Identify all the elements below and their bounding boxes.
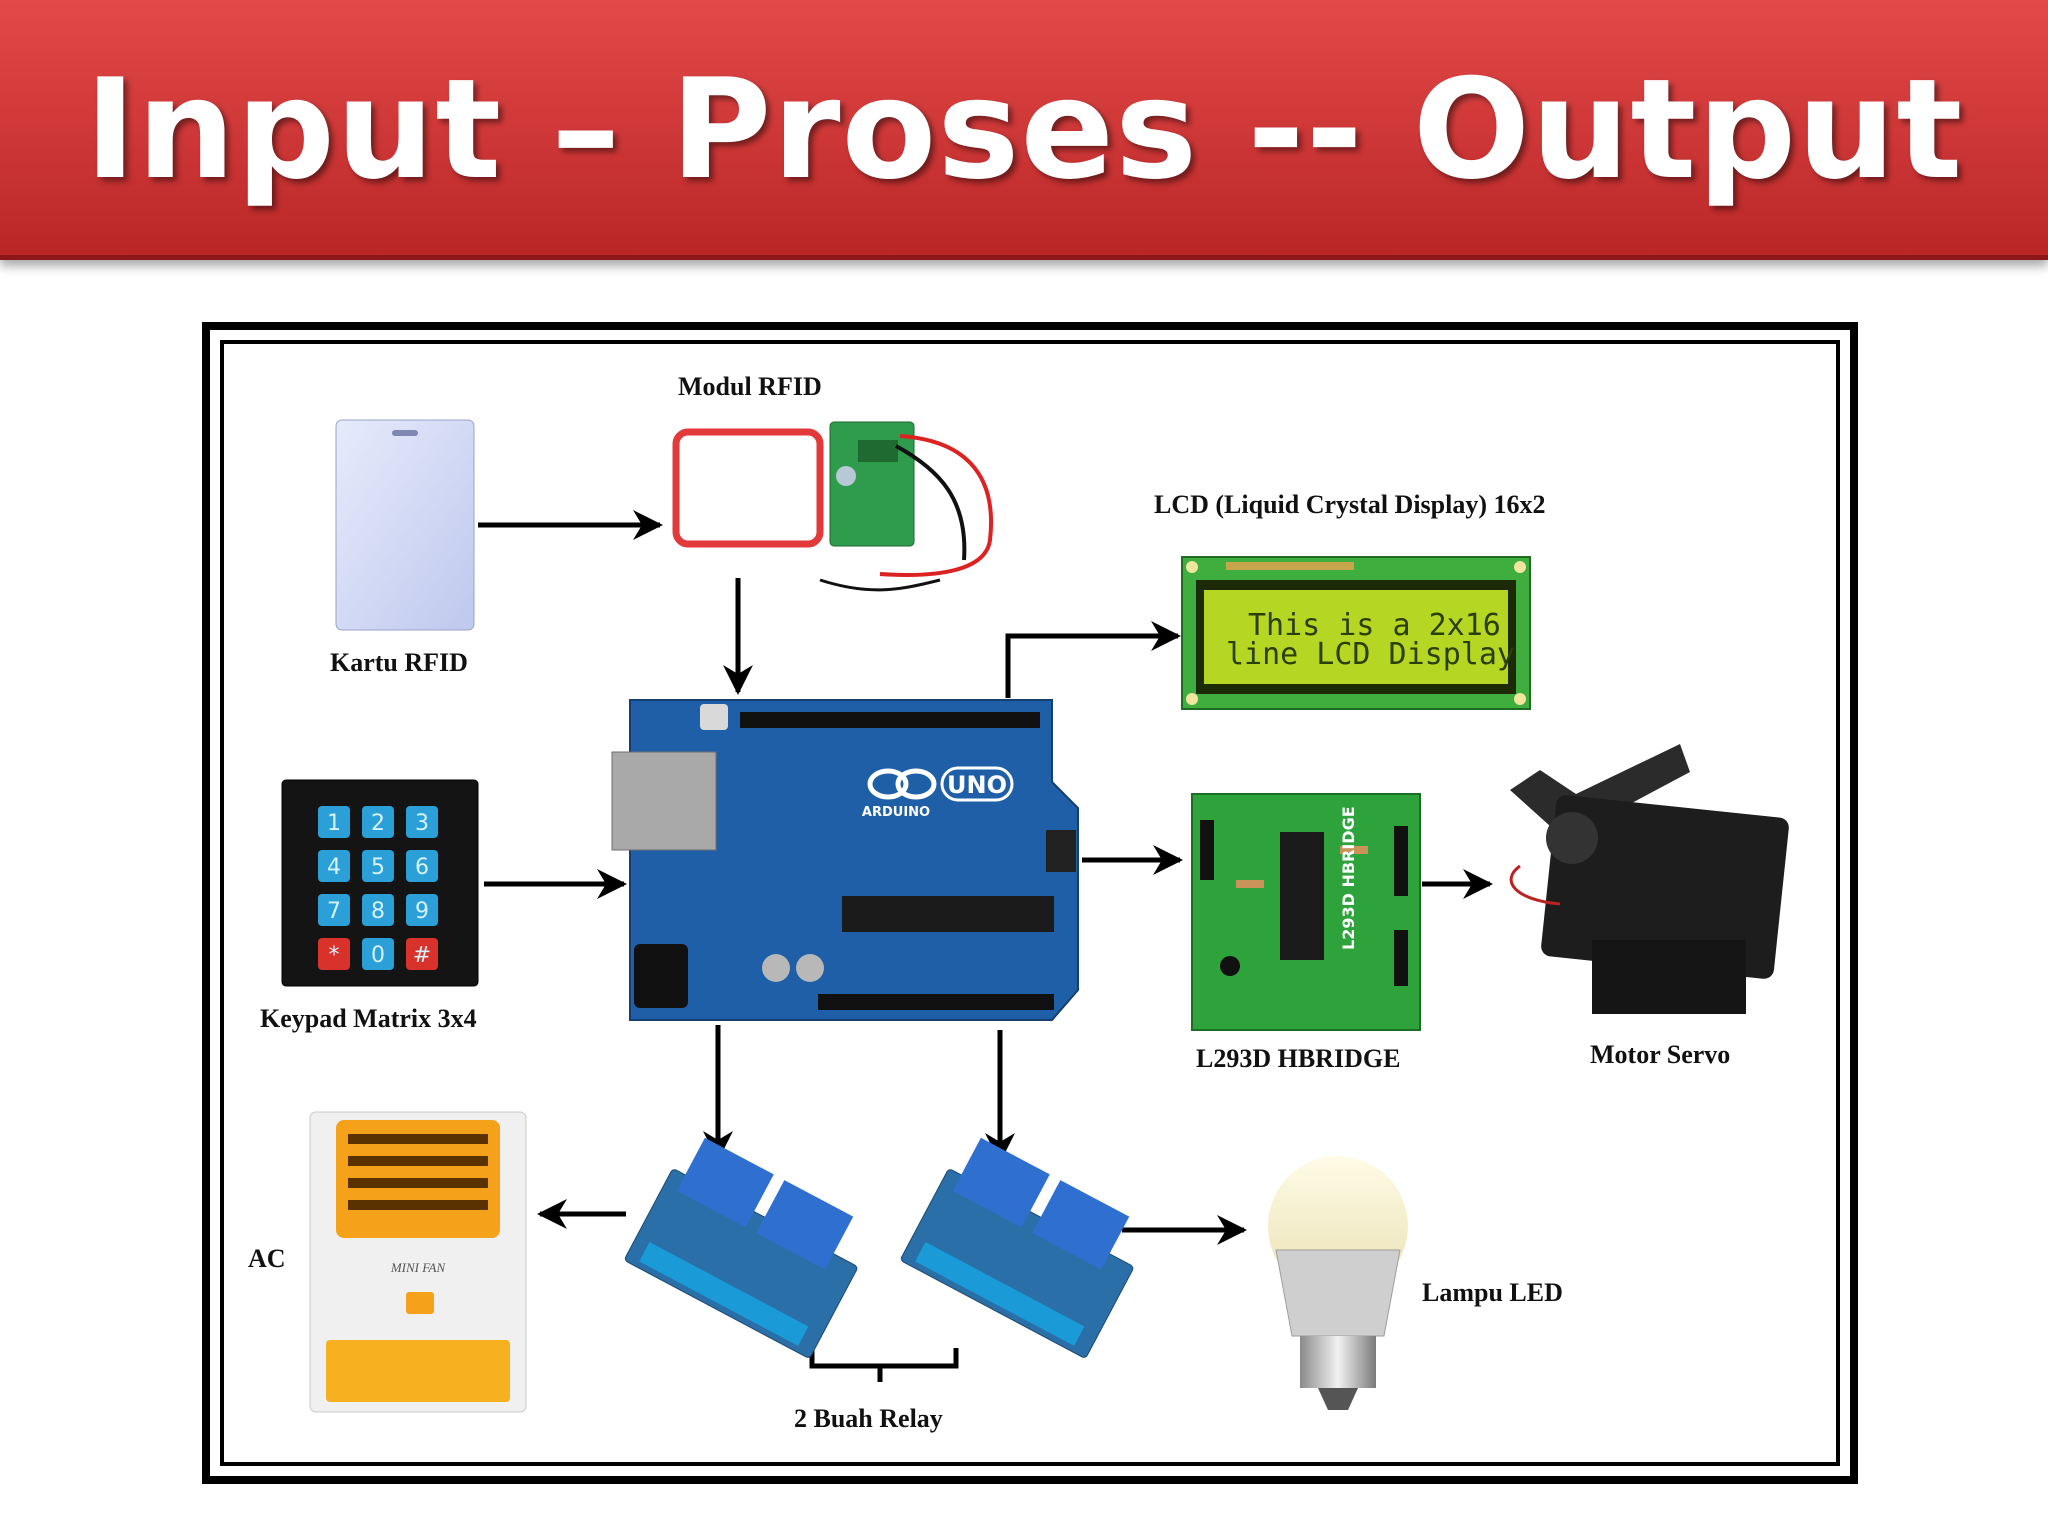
keypad-key bbox=[318, 850, 350, 882]
keypad-key-label: 9 bbox=[415, 899, 429, 924]
keypad-key-label: 1 bbox=[327, 811, 341, 836]
keypad-key-label: 5 bbox=[371, 855, 385, 880]
keypad-key bbox=[318, 938, 350, 970]
relay-1-image bbox=[624, 1137, 858, 1358]
keypad-key bbox=[406, 938, 438, 970]
keypad-image: 1 2 3 4 5 6 7 8 9 * 0 # bbox=[281, 779, 479, 987]
keypad-key bbox=[362, 938, 394, 970]
ac-brand: MINI FAN bbox=[390, 1260, 447, 1275]
keypad-key-label: 2 bbox=[371, 811, 385, 836]
label-ac: AC bbox=[248, 1244, 286, 1273]
keypad-key bbox=[406, 894, 438, 926]
keypad-key bbox=[362, 850, 394, 882]
keypad-key-label: 4 bbox=[327, 855, 341, 880]
label-motor-servo: Motor Servo bbox=[1590, 1040, 1731, 1069]
arduino-uno-image: UNO ARDUINO bbox=[611, 699, 1079, 1021]
keypad-key-label: * bbox=[329, 943, 340, 968]
label-hbridge: L293D HBRIDGE bbox=[1196, 1044, 1401, 1073]
keypad-key-label: 3 bbox=[415, 811, 429, 836]
keypad-key bbox=[318, 894, 350, 926]
arrow-arduino-to-lcd bbox=[1005, 621, 1181, 698]
label-modul-rfid: Modul RFID bbox=[678, 372, 822, 401]
lcd-line-2: line LCD Display bbox=[1226, 637, 1515, 672]
lcd-module-image: This is a 2x16 line LCD Display bbox=[1181, 556, 1531, 710]
keypad-key-label: 7 bbox=[327, 899, 341, 924]
keypad-key-label: # bbox=[413, 943, 431, 968]
keypad-key bbox=[406, 806, 438, 838]
keypad-key bbox=[406, 850, 438, 882]
lcd-line-1: This is a 2x16 bbox=[1248, 608, 1501, 643]
hbridge-board-image: L293D HBRIDGE bbox=[1191, 793, 1421, 1031]
label-keypad: Keypad Matrix 3x4 bbox=[260, 1004, 477, 1033]
keypad-key-label: 6 bbox=[415, 855, 429, 880]
relay-bracket bbox=[809, 1348, 959, 1369]
slide-title: Input – Proses -- Output bbox=[84, 49, 1964, 210]
title-bar: Input – Proses -- Output bbox=[0, 0, 2048, 260]
label-lampu-led: Lampu LED bbox=[1422, 1278, 1563, 1307]
arduino-brand: ARDUINO bbox=[862, 805, 930, 820]
keypad-key bbox=[318, 806, 350, 838]
keypad-key bbox=[362, 894, 394, 926]
connection-arrows bbox=[478, 510, 1493, 1382]
motor-servo-image bbox=[1509, 744, 1789, 1014]
led-bulb-image bbox=[1268, 1156, 1408, 1410]
keypad-keys: 1 2 3 4 5 6 7 8 9 * 0 # bbox=[318, 806, 438, 970]
rfid-card-image bbox=[335, 419, 475, 631]
keypad-key-label: 8 bbox=[371, 899, 385, 924]
label-kartu-rfid: Kartu RFID bbox=[330, 648, 468, 677]
hbridge-chip-label: L293D HBRIDGE bbox=[1339, 806, 1358, 950]
keypad-key-label: 0 bbox=[371, 943, 385, 968]
ac-image: MINI FAN bbox=[309, 1111, 527, 1413]
diagram-frame-inner-border bbox=[220, 340, 1840, 1466]
keypad-key bbox=[362, 806, 394, 838]
rfid-module-image bbox=[672, 421, 994, 592]
relay-2-image bbox=[900, 1137, 1134, 1358]
label-relay: 2 Buah Relay bbox=[794, 1404, 943, 1433]
label-lcd: LCD (Liquid Crystal Display) 16x2 bbox=[1154, 490, 1546, 519]
arduino-model: UNO bbox=[947, 771, 1007, 799]
